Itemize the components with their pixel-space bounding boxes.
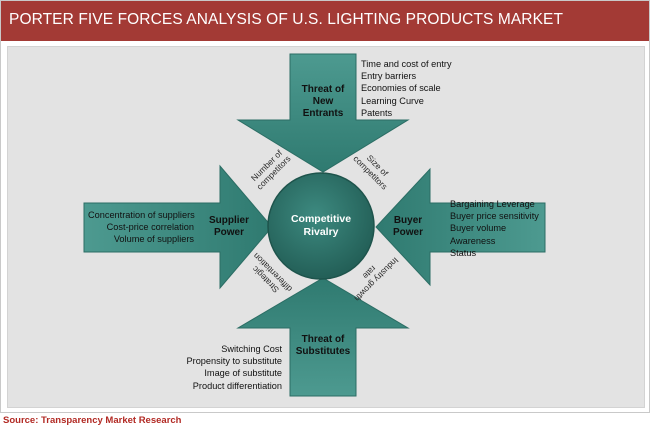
buyer-title-line-2: Power <box>392 227 423 238</box>
buyer-title: Buyer Power <box>386 215 430 239</box>
supplier-arrow <box>83 164 273 290</box>
substitutes-title: Threat of Substitutes <box>286 334 360 358</box>
supplier-title: Supplier Power <box>200 215 258 239</box>
new-entrants-title-line-3: Entrants <box>302 108 344 119</box>
buyer-factor: Awareness <box>450 235 496 246</box>
substitutes-factor: Switching Cost <box>221 344 282 354</box>
new-entrants-factor: Economies of scale <box>361 83 441 94</box>
new-entrants-factor: Time and cost of entry <box>361 59 452 69</box>
buyer-factor: Buyer price sensitivity <box>450 211 539 222</box>
figure-title: PORTER FIVE FORCES ANALYSIS OF U.S. LIGH… <box>9 11 564 28</box>
supplier-factor: Volume of suppliers <box>113 234 194 245</box>
center-line-1: Competitive <box>290 213 352 225</box>
competitive-rivalry-circle <box>267 172 375 280</box>
supplier-title-line-1: Supplier <box>208 215 249 226</box>
supplier-factor: Concentration of suppliers <box>88 210 195 220</box>
new-entrants-title-line-2: New <box>312 96 334 107</box>
supplier-factors: Concentration of suppliers Cost-price co… <box>88 209 195 246</box>
title-bar: PORTER FIVE FORCES ANALYSIS OF U.S. LIGH… <box>1 1 649 41</box>
new-entrants-factor: Learning Curve <box>361 95 424 106</box>
supplier-title-line-2: Power <box>213 227 244 238</box>
substitutes-factor: Product differentiation <box>192 380 282 391</box>
supplier-factor: Cost-price correlation <box>106 222 194 233</box>
buyer-factor: Status <box>450 247 477 258</box>
new-entrants-title: Threat of New Entrants <box>288 84 358 120</box>
center-line-2: Rivalry <box>303 226 339 238</box>
new-entrants-arrow <box>236 53 410 173</box>
new-entrants-factor: Patents <box>361 107 393 118</box>
substitutes-arrow <box>236 277 410 397</box>
buyer-factor: Buyer volume <box>450 223 507 234</box>
substitutes-factors: Switching Cost Propensity to substitute … <box>160 343 283 392</box>
substitutes-title-line-2: Substitutes <box>295 346 351 357</box>
source-note: Source: Transparency Market Research <box>3 415 182 426</box>
center-label: Competitive Rivalry <box>281 213 361 239</box>
substitutes-factor: Image of substitute <box>204 368 282 379</box>
substitutes-factor: Propensity to substitute <box>186 356 283 367</box>
buyer-title-line-1: Buyer <box>393 215 423 226</box>
new-entrants-factor: Entry barriers <box>361 71 417 82</box>
new-entrants-factors: Time and cost of entry Entry barriers Ec… <box>361 58 452 119</box>
buyer-factor: Bargaining Leverage <box>450 199 535 209</box>
substitutes-title-line-1: Threat of <box>301 334 345 345</box>
new-entrants-title-line-1: Threat of <box>301 84 345 95</box>
buyer-factors: Bargaining Leverage Buyer price sensitiv… <box>450 198 539 259</box>
buyer-arrow <box>375 167 546 287</box>
